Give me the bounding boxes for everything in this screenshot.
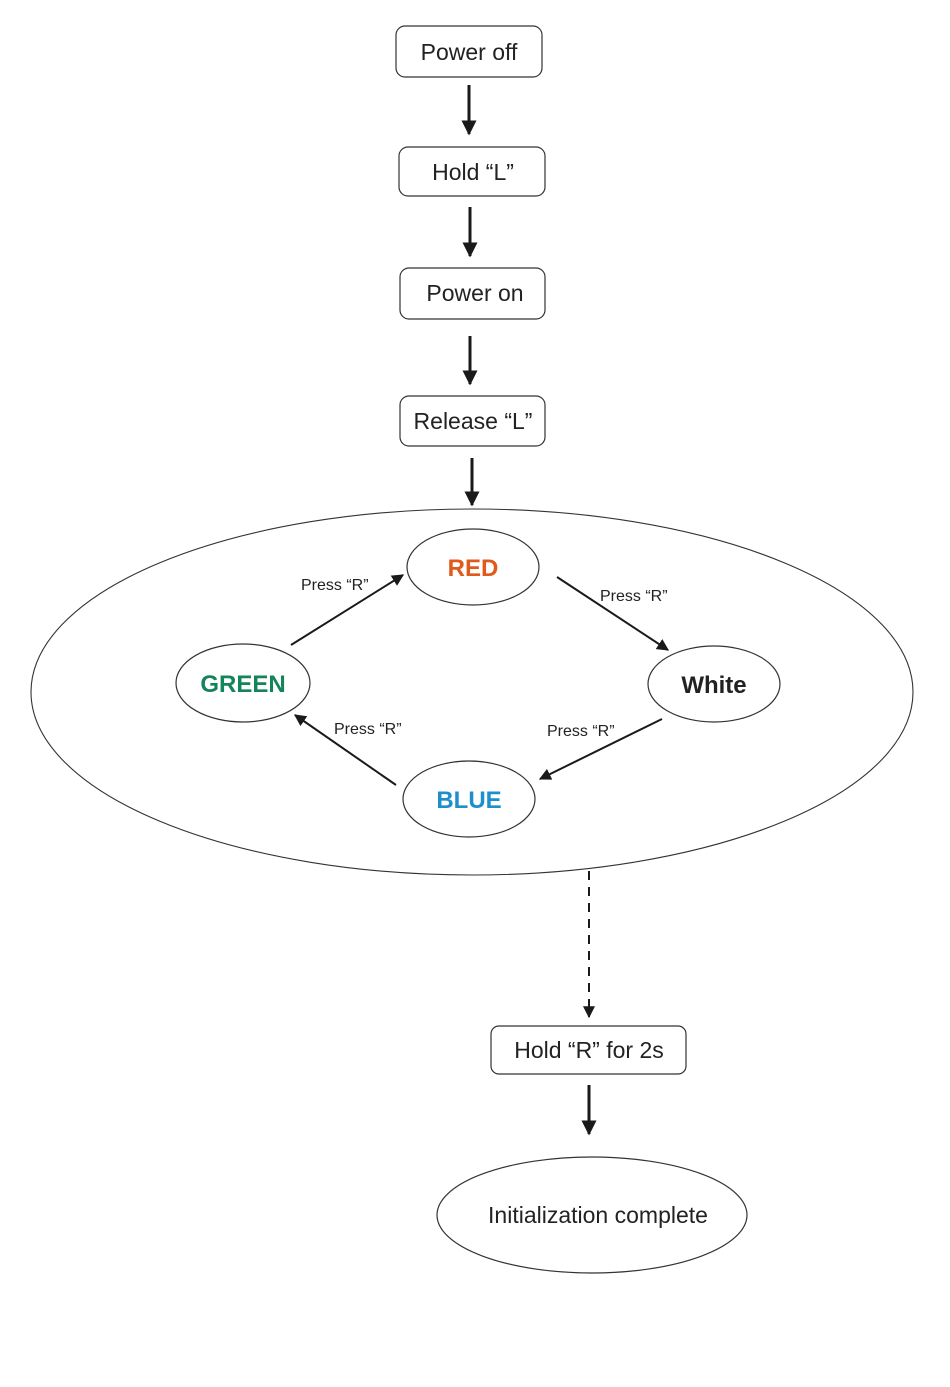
node-red-label: RED [448, 555, 499, 582]
node-white: White [648, 646, 780, 722]
edge-label-blue-to-green: Press “R” [334, 721, 402, 738]
edge-label-white-to-blue: Press “R” [547, 723, 615, 740]
step-initialization-complete-label: Initialization complete [488, 1202, 708, 1228]
edge-label-green-to-red: Press “R” [301, 577, 369, 594]
node-red: RED [407, 529, 539, 605]
step-power-on: Power on [400, 268, 545, 319]
edge-label-red-to-white: Press “R” [600, 588, 668, 605]
step-hold-r: Hold “R” for 2s [491, 1026, 686, 1074]
step-hold-l-label: Hold “L” [432, 159, 514, 185]
step-initialization-complete: Initialization complete [437, 1157, 747, 1273]
node-blue: BLUE [403, 761, 535, 837]
node-white-label: White [681, 672, 746, 699]
step-power-off-label: Power off [421, 39, 518, 65]
step-power-on-label: Power on [426, 280, 523, 306]
step-release-l-label: Release “L” [414, 408, 533, 434]
step-hold-l: Hold “L” [399, 147, 545, 196]
step-hold-r-label: Hold “R” for 2s [514, 1037, 664, 1063]
step-release-l: Release “L” [400, 396, 545, 446]
node-green-label: GREEN [200, 671, 285, 698]
step-power-off: Power off [396, 26, 542, 77]
node-green: GREEN [176, 644, 310, 722]
node-blue-label: BLUE [436, 787, 501, 814]
